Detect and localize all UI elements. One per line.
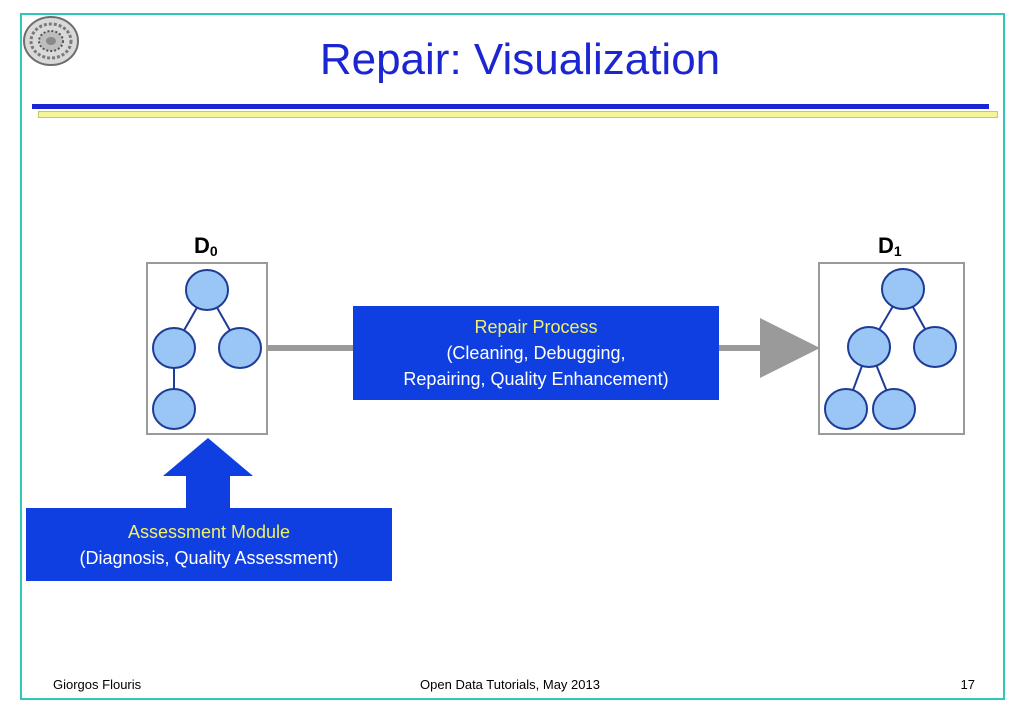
d0-tree [152,269,262,430]
d0-node-left [152,327,196,369]
repair-process-line1: (Cleaning, Debugging, [446,343,626,363]
footer-page-number: 17 [960,677,975,692]
assessment-module-line1: (Diagnosis, Quality Assessment) [79,548,339,568]
d0-node-right [218,327,262,369]
d0-label: D0 [194,233,218,259]
d1-tree [824,268,957,430]
repair-process-title: Repair Process [474,317,598,337]
university-seal-logo [23,16,79,66]
d1-label: D1 [878,233,902,259]
d1-label-text: D [878,233,894,258]
repair-process-line2: Repairing, Quality Enhancement) [403,369,669,389]
assessment-module-box [26,508,392,581]
up-arrow [163,438,253,508]
assessment-module-text: Assessment Module (Diagnosis, Quality As… [26,519,392,571]
footer-author: Giorgos Flouris [53,677,142,692]
d1-node-leaf-left [824,388,868,430]
d0-node-leaf [152,388,196,430]
assessment-module-title: Assessment Module [127,522,291,542]
slide-title: Repair: Visualization [319,35,721,84]
d0-label-text: D [194,233,210,258]
title-underline-yellow [38,111,998,118]
repair-process-box [353,306,719,400]
d1-node-leaf-right [872,388,916,430]
d1-label-subscript: 1 [893,243,902,259]
d1-node-right [913,326,957,368]
d1-node-root [881,268,925,310]
repair-process-text: Repair Process (Cleaning, Debugging, Rep… [353,314,719,392]
title-underline-blue [32,104,989,109]
footer-event: Open Data Tutorials, May 2013 [420,677,600,692]
slide-frame [20,13,1005,700]
d0-node-root [185,269,229,311]
d0-label-subscript: 0 [209,243,218,259]
d1-node-left [847,326,891,368]
